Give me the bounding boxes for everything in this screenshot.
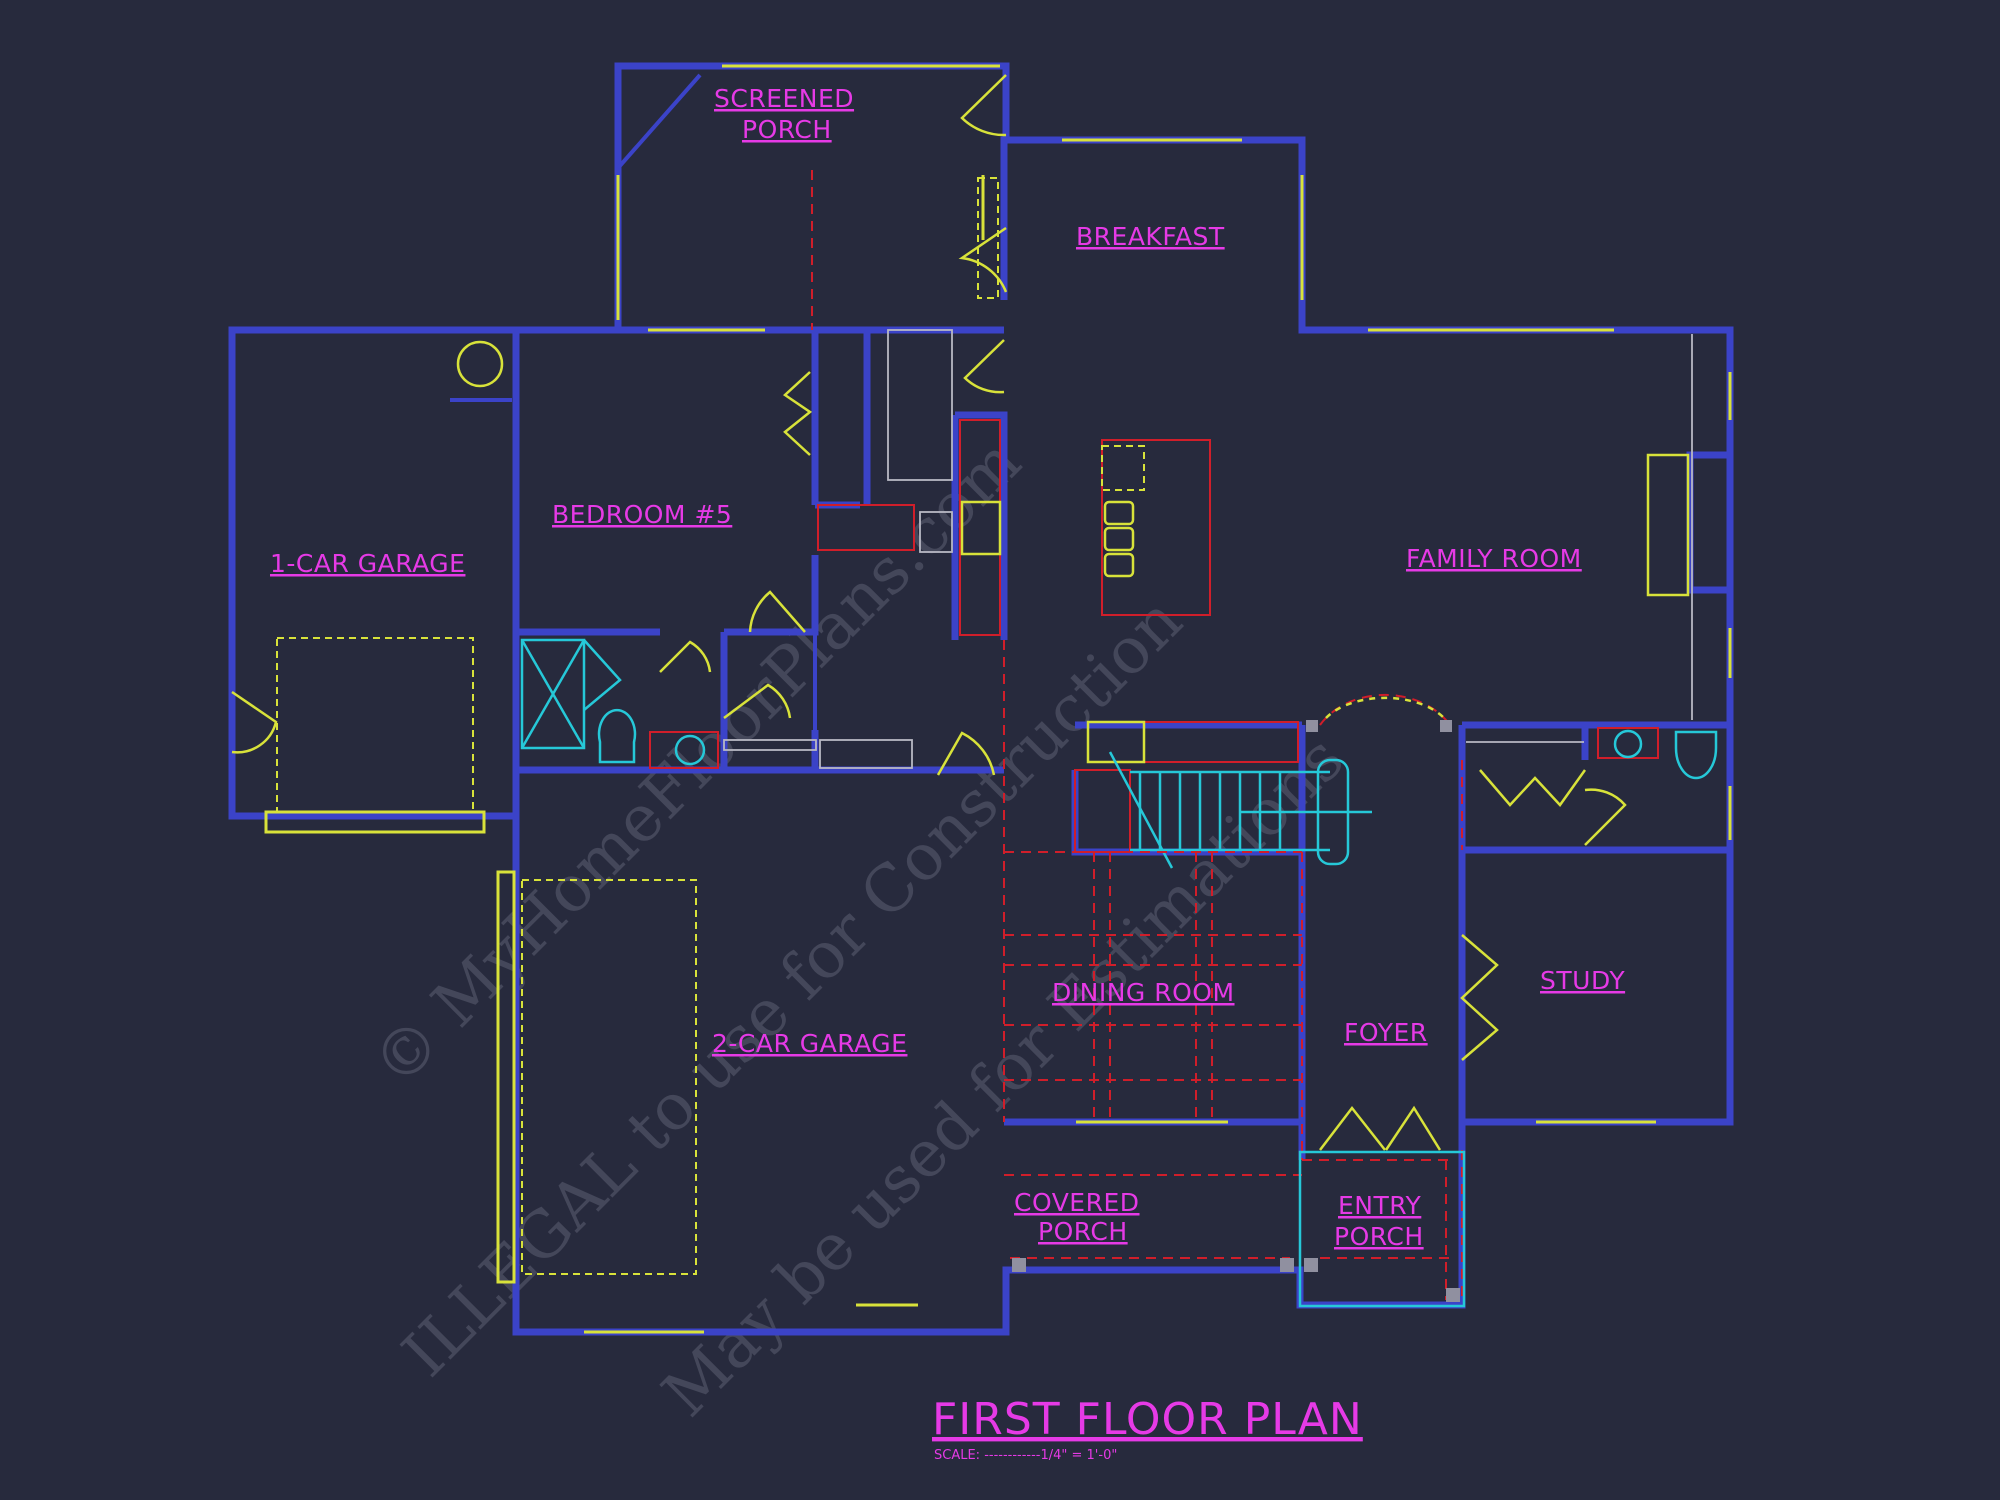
stair-break — [1108, 751, 1174, 869]
door-swing — [963, 339, 1005, 394]
car-outline-one — [276, 637, 474, 813]
bifold-door — [1479, 769, 1587, 807]
room-labels: SCREENED PORCH BREAKFAST BEDROOM #5 1-CA… — [270, 84, 1625, 1251]
shower — [520, 638, 586, 750]
island-sink — [1101, 445, 1145, 491]
shower-door — [520, 639, 586, 749]
vanity — [649, 731, 719, 769]
label-dining-room: DINING ROOM — [1052, 978, 1235, 1007]
interior-wall-foyer — [1298, 725, 1730, 1122]
powder-sink — [1613, 729, 1643, 759]
mud-bench — [817, 504, 915, 551]
powder-toilet — [1674, 730, 1718, 780]
fireplace-bump — [1686, 451, 1730, 594]
door-swing — [936, 731, 996, 776]
label-breakfast: BREAKFAST — [1076, 222, 1225, 251]
door-swing — [960, 74, 1007, 137]
arch-outline — [1325, 696, 1445, 719]
title-block: FIRST FLOOR PLAN SCALE: ------------1/4"… — [932, 1394, 1363, 1463]
label-covered-porch-line1: COVERED — [1014, 1188, 1140, 1217]
interior-wall-mudroom — [951, 411, 1008, 640]
label-foyer: FOYER — [1344, 1018, 1428, 1047]
label-bedroom-5: BEDROOM #5 — [552, 500, 732, 529]
one-car-garage-walls — [228, 326, 1004, 820]
label-screened-porch-line1: SCREENED — [714, 84, 854, 113]
garage-door — [496, 870, 516, 1284]
toilet — [597, 708, 637, 764]
dryer — [919, 511, 953, 553]
double-door — [1460, 934, 1499, 1061]
fireplace-hearth — [1646, 453, 1690, 597]
post — [1012, 1258, 1026, 1272]
label-entry-porch-line2: PORCH — [1334, 1222, 1424, 1251]
label-1-car-garage: 1-CAR GARAGE — [270, 549, 465, 578]
door-swing — [958, 226, 1008, 293]
post — [1446, 1288, 1460, 1302]
door-swing — [659, 640, 712, 673]
door-swing — [723, 683, 792, 719]
bar-stool — [1103, 500, 1135, 526]
interior-wall-powder — [1462, 721, 1730, 760]
structural-overlays — [811, 170, 1463, 1300]
door-swing — [231, 690, 278, 754]
screened-porch-corner — [616, 73, 702, 170]
door-swing — [748, 590, 806, 633]
label-study: STUDY — [1540, 966, 1625, 995]
cabinetry — [649, 329, 1693, 769]
watermark: © MyHomeFloorPlans.com ILLEGAL to use fo… — [359, 425, 1358, 1431]
post — [1440, 720, 1452, 732]
post — [1304, 1258, 1318, 1272]
stair-treads — [1108, 751, 1372, 869]
stair-landing — [1074, 769, 1131, 853]
plan-title: FIRST FLOOR PLAN — [932, 1394, 1363, 1445]
newel — [1316, 758, 1350, 866]
water-heater — [456, 340, 504, 388]
kitchen-island — [1101, 439, 1211, 616]
bar-stool — [1103, 552, 1135, 578]
label-2-car-garage: 2-CAR GARAGE — [712, 1029, 907, 1058]
cooktop — [960, 500, 1002, 556]
arch — [1319, 693, 1451, 726]
sink-bowl — [674, 734, 706, 766]
pantry-shelf — [887, 329, 953, 481]
bifold-door — [782, 371, 813, 456]
stair — [1074, 751, 1372, 869]
car-outline-two — [521, 879, 697, 1275]
label-screened-porch-line2: PORCH — [742, 115, 832, 144]
entry-porch-slab — [1298, 1150, 1466, 1308]
door-pocket — [977, 177, 999, 299]
label-entry-porch-line1: ENTRY — [1338, 1191, 1422, 1220]
car-outlines — [276, 637, 697, 1275]
post — [1280, 1258, 1294, 1272]
bath-fixtures — [450, 340, 1718, 780]
porch-posts — [1012, 720, 1466, 1308]
breakfast-walls — [1000, 136, 1734, 1126]
post — [1306, 720, 1318, 732]
bar-stool — [1103, 526, 1135, 552]
shower-swing — [583, 639, 622, 711]
door-swing — [1584, 788, 1627, 846]
closet-shelf — [723, 739, 817, 751]
powder-vanity — [1597, 727, 1659, 759]
doors — [231, 74, 1627, 1151]
label-family-room: FAMILY ROOM — [1406, 544, 1582, 573]
label-covered-porch-line2: PORCH — [1038, 1217, 1128, 1246]
plan-scale: SCALE: ------------1/4" = 1'-0" — [934, 1448, 1117, 1463]
laundry-counter — [819, 739, 913, 769]
entry-double-door — [1319, 1105, 1442, 1151]
windows — [264, 64, 1732, 1334]
